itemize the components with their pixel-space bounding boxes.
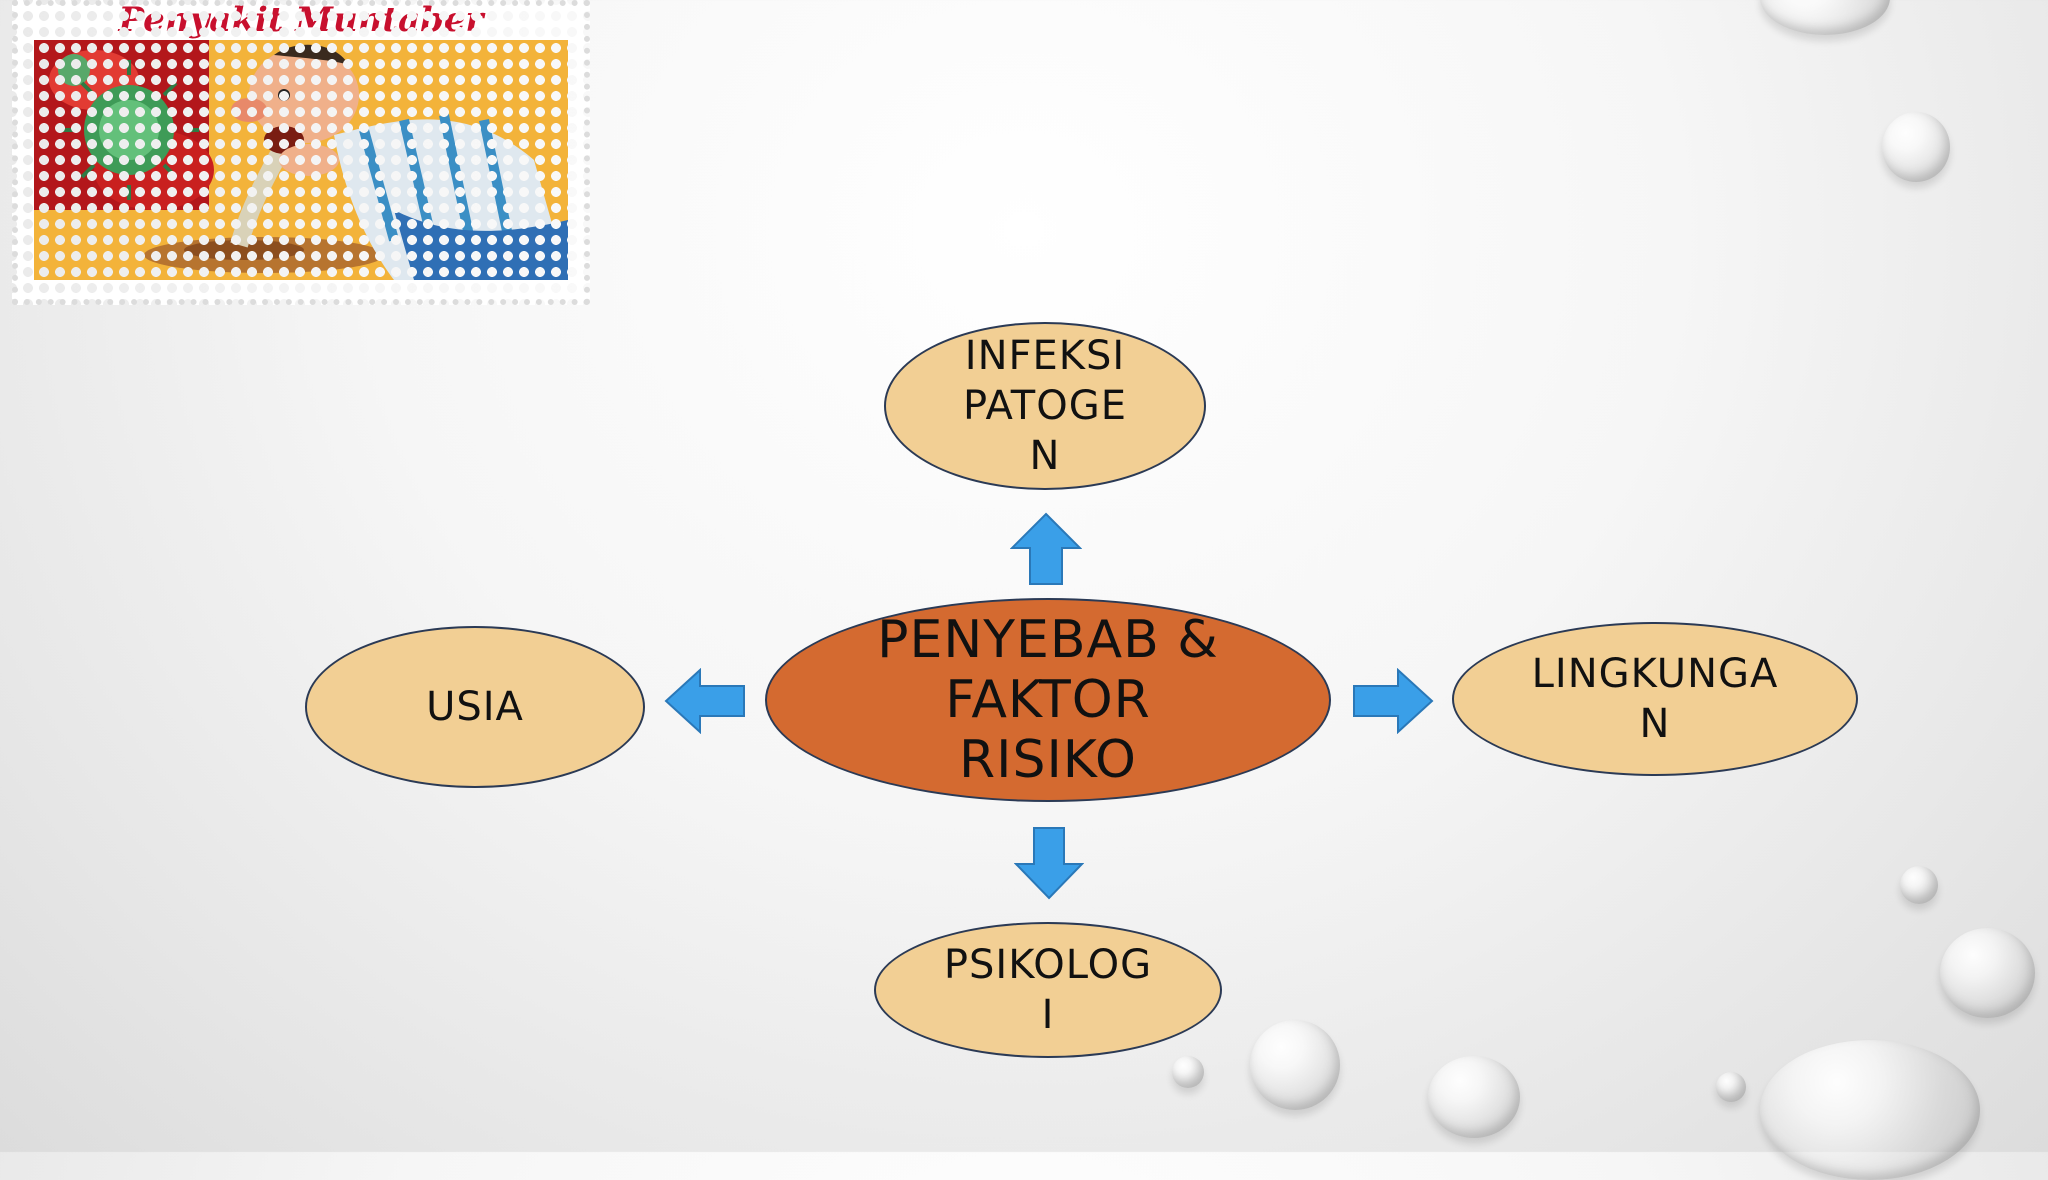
node-infeksi-patogen-label: INFEKSI PATOGE N bbox=[962, 333, 1127, 479]
water-drop-decoration bbox=[1172, 1056, 1204, 1088]
node-penyebab-faktor-risiko: PENYEBAB & FAKTOR RISIKO bbox=[765, 598, 1331, 802]
stamp-image: Penyakit Muntaber bbox=[12, 0, 590, 305]
node-usia: USIA bbox=[305, 626, 645, 788]
water-drop-decoration bbox=[1428, 1056, 1520, 1138]
water-drop-decoration bbox=[1250, 1020, 1340, 1110]
node-infeksi-patogen: INFEKSI PATOGE N bbox=[884, 322, 1206, 490]
node-usia-label: USIA bbox=[426, 684, 524, 730]
water-drop-decoration bbox=[1760, 0, 1890, 35]
stamp-title: Penyakit Muntaber bbox=[118, 0, 484, 40]
water-drop-decoration bbox=[1940, 928, 2035, 1018]
water-drop-decoration bbox=[1760, 1040, 1980, 1180]
arrow-left-icon bbox=[664, 668, 745, 734]
node-lingkungan: LINGKUNGA N bbox=[1452, 622, 1858, 776]
water-drop-decoration bbox=[1716, 1072, 1746, 1102]
node-psikologi: PSIKOLOG I bbox=[874, 922, 1222, 1058]
water-drop-decoration bbox=[1900, 866, 1938, 904]
arrow-right-icon bbox=[1353, 668, 1434, 734]
arrow-down-icon bbox=[1014, 827, 1084, 900]
cartoon-vomiting-man-illustration bbox=[34, 40, 568, 280]
node-psikologi-label: PSIKOLOG I bbox=[943, 942, 1153, 1038]
node-center-label: PENYEBAB & FAKTOR RISIKO bbox=[877, 610, 1219, 790]
arrow-up-icon bbox=[1010, 512, 1082, 585]
node-lingkungan-label: LINGKUNGA N bbox=[1531, 651, 1779, 747]
water-drop-decoration bbox=[1882, 112, 1950, 182]
